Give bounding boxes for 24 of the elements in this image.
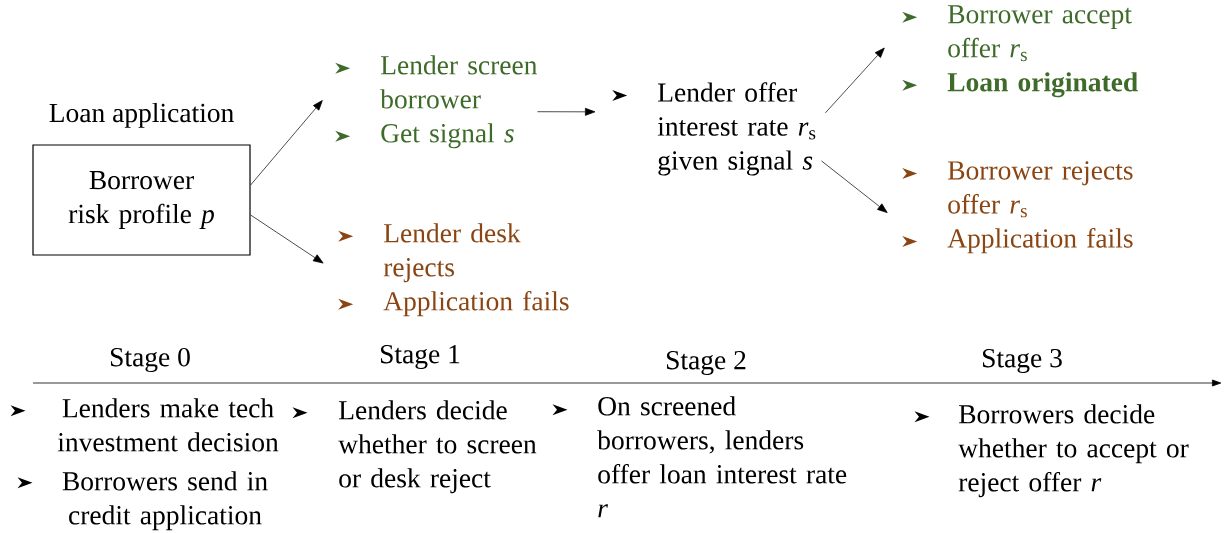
stage-note: Borrowers decide whether to accept or reject offer r (958, 404, 1189, 498)
bullet-text: Loan originated (947, 72, 1138, 98)
stage-label: Stage 1 (381, 344, 460, 370)
bullet-text: Application fails (383, 290, 569, 317)
bullet-text: Application fails (947, 228, 1133, 254)
heading: Loan application (49, 102, 234, 128)
arrow (250, 214, 324, 264)
bullet-text: Lender offer interest rate r$_{s}$ given signal s (657, 82, 816, 176)
arrow (825, 47, 885, 114)
bullet-text: Borrower accept offer r$_{s}$ (948, 5, 1132, 62)
bullet-text: Lender desk rejects (383, 223, 521, 283)
arrow (250, 100, 323, 186)
process-box: Borrower risk profile p (32, 144, 251, 256)
bullet-text: Get signal s (381, 123, 514, 149)
stage-label: Stage 0 (111, 347, 190, 373)
stage-note: Borrowers send in credit application (62, 471, 268, 531)
bullet-text: Borrower rejects offer r$_{s}$ (948, 161, 1133, 218)
stage-note: On screened borrowers, lenders offer loan interest rate r (597, 396, 847, 518)
stage-label: Stage 3 (983, 348, 1062, 374)
arrow (821, 160, 888, 213)
stage-label: Stage 2 (667, 350, 746, 376)
stage-note: Lenders decide whether to screen or desk reject (338, 400, 537, 494)
stage-note: Lenders make tech investment decision (57, 398, 279, 452)
arrow (537, 107, 596, 116)
